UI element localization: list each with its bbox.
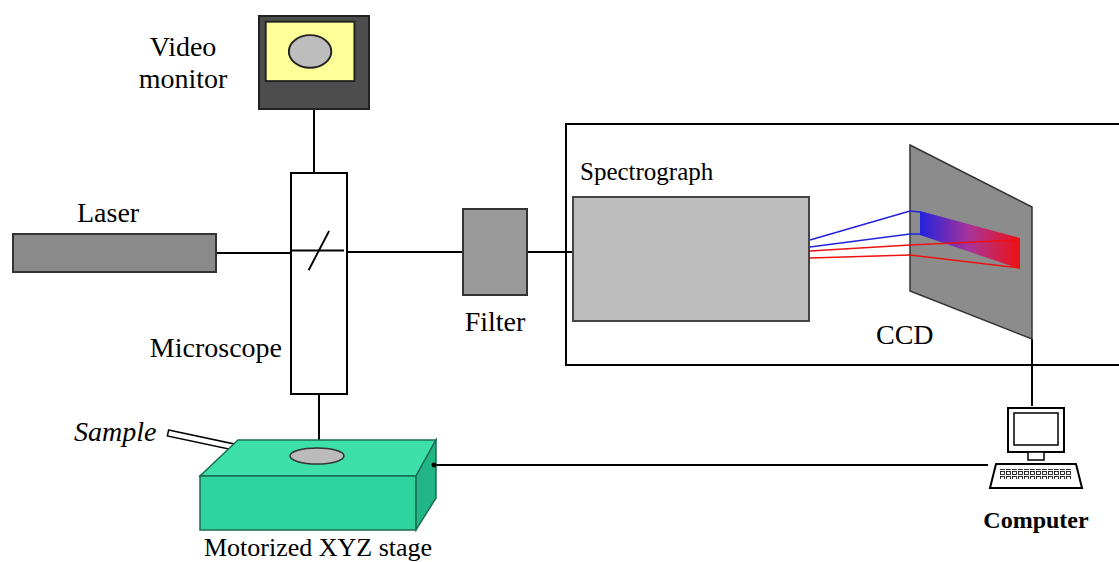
connector — [348, 252, 462, 253]
connector-line — [1031, 339, 1033, 406]
connectors — [217, 110, 1032, 465]
sample-disc-shape — [288, 446, 346, 466]
part-label: Computer — [983, 504, 1088, 536]
sample-disc: Sample — [288, 446, 346, 466]
connector — [436, 465, 988, 466]
part-label: Sample — [74, 416, 156, 448]
video-monitor: Video monitor — [258, 15, 370, 110]
connector — [314, 110, 315, 172]
connector — [528, 252, 572, 253]
connector-line — [810, 255, 910, 258]
ccd-detector: CCD — [908, 143, 1034, 341]
connector-line — [810, 234, 910, 247]
connector-line — [313, 110, 315, 172]
connector-line — [810, 245, 910, 251]
microscope-tube-shape — [290, 172, 344, 391]
part-label: Video monitor — [118, 31, 248, 95]
part-label: CCD — [876, 319, 934, 351]
part-label: Microscope — [150, 332, 282, 364]
connector-line — [436, 464, 988, 466]
video-monitor-shape — [258, 15, 366, 106]
microscope-tube: Microscope — [290, 172, 348, 395]
filter-box: Filter — [462, 208, 528, 296]
computer-icon: Computer — [988, 406, 1084, 492]
connector — [217, 253, 290, 254]
part-label: Spectrograph — [580, 156, 713, 188]
part-label: Laser — [77, 197, 139, 229]
connector — [1032, 339, 1033, 406]
part-label: Filter — [465, 306, 526, 338]
part-label: Motorized XYZ stage — [204, 534, 432, 562]
connector-line — [348, 251, 462, 253]
connector-line — [217, 252, 290, 254]
ccd-detector-shape — [908, 143, 1034, 341]
spectrometer-enclosure — [566, 124, 1119, 365]
laser-box: Laser — [12, 233, 217, 273]
computer-icon-shape — [988, 406, 1084, 492]
connector — [810, 211, 910, 258]
connector-line — [528, 251, 572, 253]
spectrograph-box: Spectrograph — [572, 196, 810, 322]
